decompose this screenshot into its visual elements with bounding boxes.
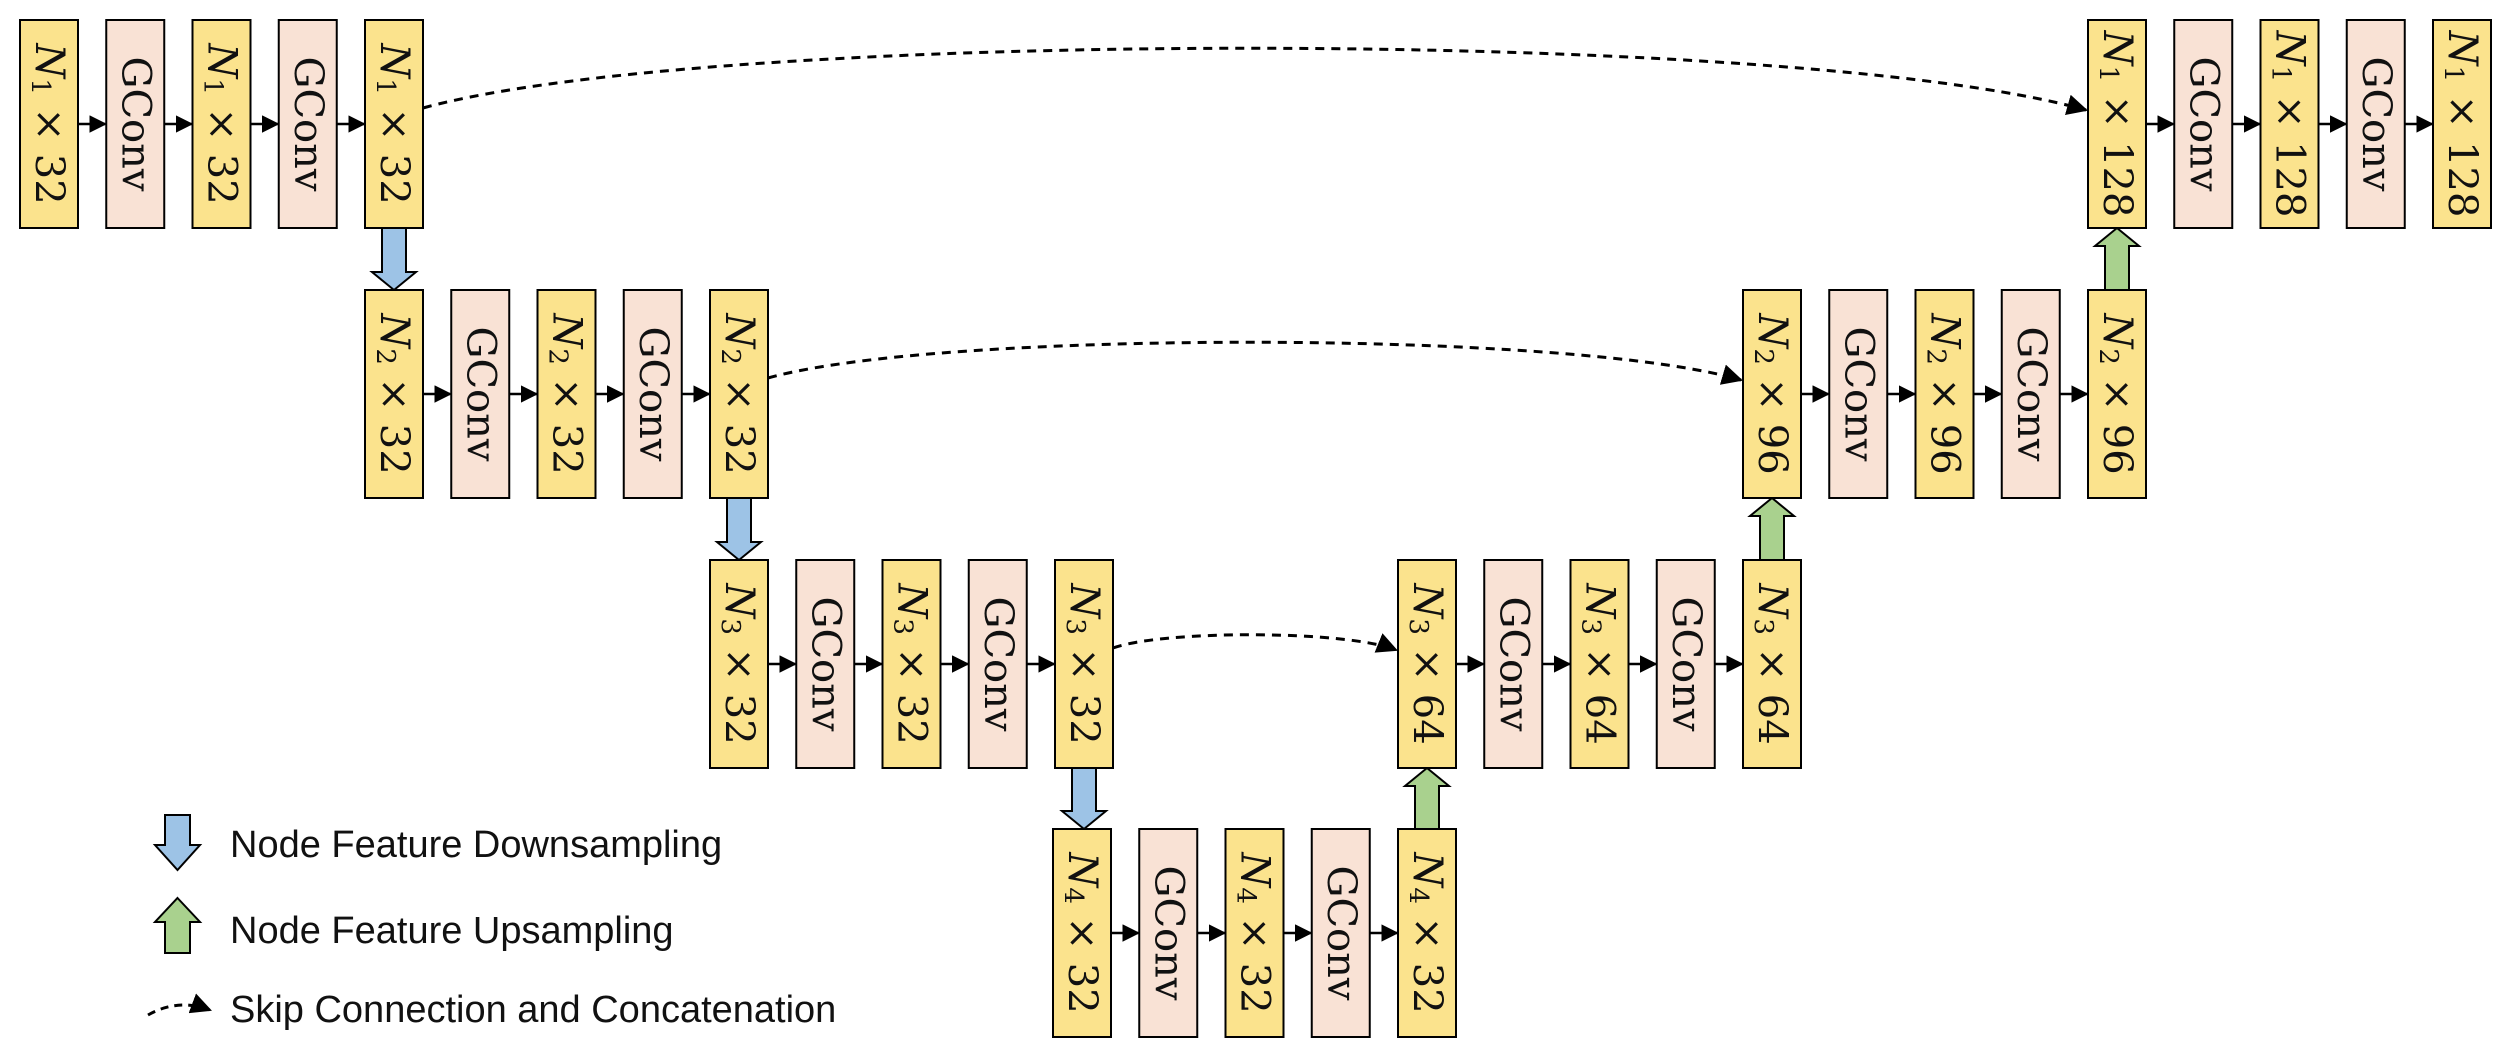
feature-block: N3 × 64 [1569, 559, 1630, 769]
legend-dashed-arrow-icon [147, 993, 212, 1017]
skip-connection-arrow [767, 340, 1744, 385]
gconv-block: GConv [2000, 289, 2061, 499]
gconv-block: GConv [277, 19, 338, 229]
feature-block: N2 × 96 [1742, 289, 1802, 499]
gconv-label: GConv [975, 597, 1021, 732]
upsampling-arrow-icon [1402, 766, 1452, 830]
gconv-block: GConv [622, 289, 683, 499]
feature-label: N4 × 32 [1058, 851, 1105, 1013]
feature-label: N1 × 32 [198, 42, 245, 204]
feature-label: N1 × 128 [2266, 30, 2313, 218]
feature-label: N1 × 128 [2438, 30, 2485, 218]
feature-label: N2 × 96 [2093, 312, 2140, 474]
gconv-label: GConv [457, 327, 503, 462]
feature-block: N3 × 64 [1742, 559, 1802, 769]
gconv-block: GConv [1828, 289, 1889, 499]
gconv-block: GConv [967, 559, 1028, 769]
feature-block: N1 × 32 [191, 19, 252, 229]
feature-label: N2 × 96 [1748, 312, 1795, 474]
legend-downsampling-label: Node Feature Downsampling [230, 824, 722, 866]
gconv-block: GConv [795, 559, 856, 769]
feature-block: N2 × 32 [364, 289, 424, 499]
upsampling-arrow-icon [1747, 496, 1797, 561]
gconv-label: GConv [1145, 866, 1191, 1001]
feature-block: N1 × 128 [2259, 19, 2320, 229]
feature-block: N4 × 32 [1397, 828, 1457, 1038]
gconv-block: GConv [1138, 828, 1199, 1038]
gconv-label: GConv [1663, 597, 1709, 732]
feature-block: N1 × 32 [364, 19, 424, 229]
sampling-arrows [369, 226, 2142, 831]
feature-block: N3 × 32 [881, 559, 942, 769]
feature-block: N2 × 32 [709, 289, 769, 499]
gconv-block: GConv [1655, 559, 1716, 769]
flow-arrows [78, 115, 2434, 942]
gconv-label: GConv [1318, 866, 1364, 1001]
feature-block: N1 × 128 [2432, 19, 2492, 229]
gconv-label: GConv [112, 57, 158, 192]
feature-label: N2 × 32 [370, 312, 417, 474]
feature-label: N2 × 32 [715, 312, 762, 474]
feature-label: N3 × 32 [715, 582, 762, 744]
feature-label: N2 × 96 [1921, 312, 1968, 474]
legend-down-arrow-icon [152, 814, 203, 872]
gconv-label: GConv [2180, 57, 2226, 192]
feature-block: N4 × 32 [1052, 828, 1112, 1038]
gconv-block: GConv [2345, 19, 2406, 229]
feature-label: N4 × 32 [1403, 851, 1450, 1013]
feature-label: N4 × 32 [1231, 851, 1278, 1013]
feature-label: N3 × 64 [1576, 582, 1623, 744]
gconv-label: GConv [630, 327, 676, 462]
feature-block: N2 × 96 [2087, 289, 2147, 499]
downsampling-arrow-icon [714, 497, 764, 562]
feature-block: N4 × 32 [1224, 828, 1285, 1038]
feature-label: N3 × 32 [1060, 582, 1107, 744]
legend: Node Feature Downsampling Node Feature U… [147, 814, 836, 1031]
gconv-label: GConv [2008, 327, 2054, 462]
legend-up-arrow-icon [152, 896, 203, 954]
downsampling-arrow-icon [1059, 767, 1109, 831]
gconv-label: GConv [285, 57, 331, 192]
feature-label: N2 × 32 [543, 312, 590, 474]
gconv-block: GConv [2173, 19, 2234, 229]
feature-label: N1 × 128 [2093, 30, 2140, 218]
upsampling-arrow-icon [2092, 226, 2142, 291]
gconv-label: GConv [802, 597, 848, 732]
legend-skip-label: Skip Connection and Concatenation [230, 989, 836, 1031]
legend-upsampling-label: Node Feature Upsampling [230, 910, 674, 952]
gconv-label: GConv [1490, 597, 1536, 732]
feature-label: N1 × 32 [370, 42, 417, 204]
feature-block: N3 × 32 [709, 559, 769, 769]
feature-label: N3 × 64 [1403, 582, 1450, 744]
skip-connections [422, 46, 2089, 653]
feature-block: N1 × 128 [2087, 19, 2147, 229]
gconv-block: GConv [1483, 559, 1544, 769]
feature-label: N3 × 32 [888, 582, 935, 744]
feature-label: N3 × 64 [1748, 582, 1795, 744]
feature-block: N2 × 96 [1914, 289, 1975, 499]
feature-block: N1 × 32 [19, 19, 79, 229]
feature-label: N1 × 32 [25, 42, 72, 204]
feature-block: N3 × 32 [1054, 559, 1114, 769]
blocks: N1 × 32 GConv N1 × 32 GConv N1 × 32 N2 × 32 GC… [19, 19, 2492, 1038]
feature-block: N3 × 64 [1397, 559, 1457, 769]
downsampling-arrow-icon [369, 227, 419, 292]
skip-connection-arrow [422, 46, 2089, 116]
gconv-label: GConv [1835, 327, 1881, 462]
gconv-label: GConv [2353, 57, 2399, 192]
gconv-block: GConv [1310, 828, 1371, 1038]
feature-block: N2 × 32 [536, 289, 597, 499]
gconv-block: GConv [105, 19, 166, 229]
gconv-block: GConv [450, 289, 511, 499]
skip-connection-arrow [1112, 633, 1398, 653]
